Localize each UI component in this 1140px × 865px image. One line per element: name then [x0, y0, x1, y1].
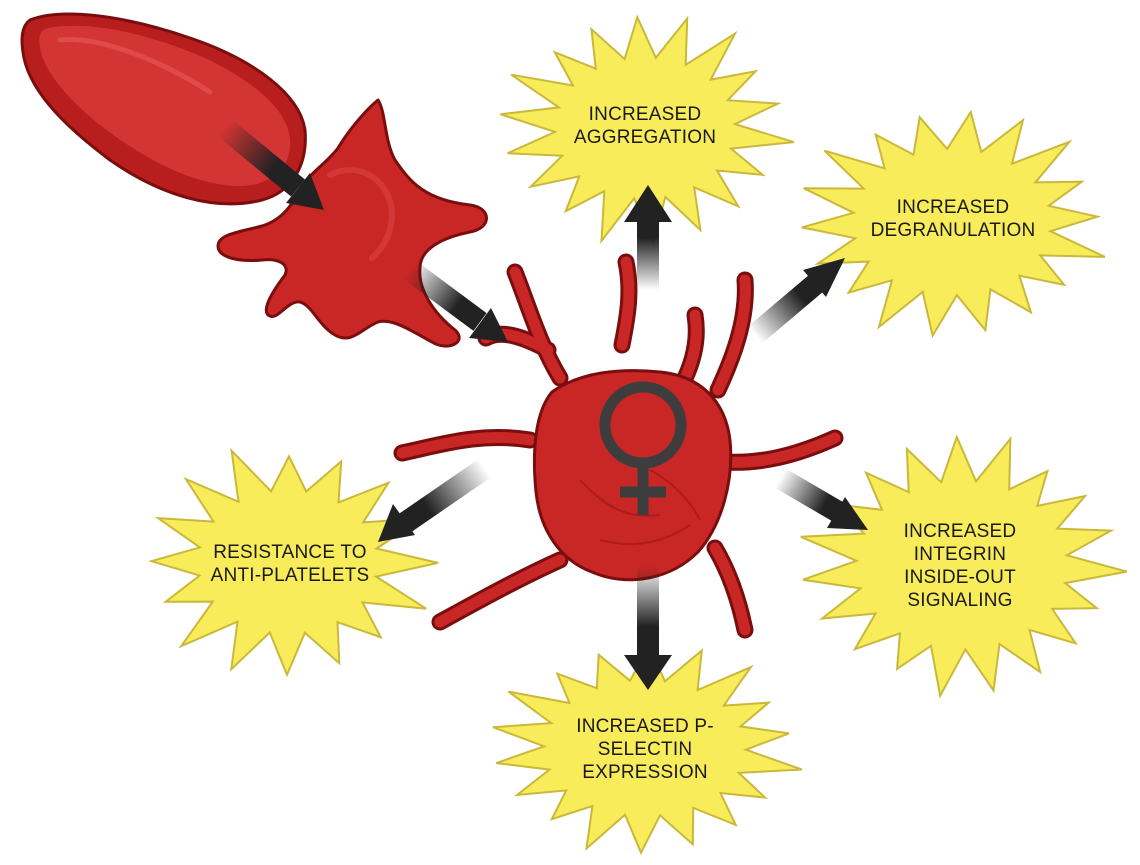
red-blood-cell-icon — [22, 14, 305, 204]
effect-line: SIGNALING — [880, 589, 1040, 612]
arrow-to-degranulation — [755, 258, 845, 335]
effect-label-aggregation: INCREASED AGGREGATION — [555, 103, 735, 149]
effect-label-resistance: RESISTANCE TO ANTI-PLATELETS — [190, 541, 390, 587]
effect-line: INCREASED P- — [555, 715, 735, 738]
effect-label-integrin: INCREASED INTEGRIN INSIDE-OUT SIGNALING — [880, 520, 1040, 612]
effect-line: AGGREGATION — [555, 126, 735, 149]
effect-line: EXPRESSION — [555, 761, 735, 784]
effect-line: INCREASED — [880, 520, 1040, 543]
effect-line: INCREASED — [555, 103, 735, 126]
effect-line: ANTI-PLATELETS — [190, 564, 390, 587]
arrow-to-pselectin — [624, 565, 672, 690]
effect-line: RESISTANCE TO — [190, 541, 390, 564]
effect-line: SELECTIN — [555, 738, 735, 761]
effect-line: INCREASED — [858, 196, 1048, 219]
arrow-to-integrin — [780, 478, 868, 530]
effect-line: INSIDE-OUT — [880, 566, 1040, 589]
arrow-to-resistance — [378, 468, 485, 542]
effect-label-degranulation: INCREASED DEGRANULATION — [858, 196, 1048, 242]
effect-label-pselectin: INCREASED P- SELECTIN EXPRESSION — [555, 715, 735, 784]
effect-line: INTEGRIN — [880, 543, 1040, 566]
effect-line: DEGRANULATION — [858, 219, 1048, 242]
